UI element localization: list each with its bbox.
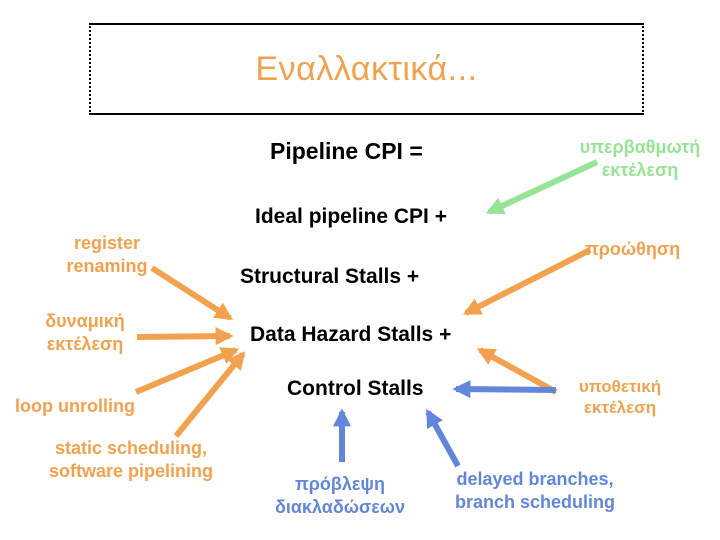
formula-term-structural-stalls: Structural Stalls + bbox=[240, 265, 420, 288]
label-branch-prediction: πρόβλεψη διακλαδώσεων bbox=[274, 474, 406, 517]
label-register-renaming: register renaming bbox=[66, 233, 148, 276]
arrow-forwarding-to-structural-stalls bbox=[462, 247, 592, 316]
label-delayed-branches: delayed branches, branch scheduling bbox=[454, 469, 616, 512]
arrow-speculative-to-data-hazard bbox=[476, 347, 558, 395]
label-forwarding: προώθηση bbox=[585, 239, 681, 259]
slide-title: Εναλλακτικά... bbox=[255, 49, 478, 88]
formula-term-ideal-cpi: Ideal pipeline CPI + bbox=[255, 205, 447, 228]
label-superscalar-execution: υπερβαθμωτή εκτέλεση bbox=[579, 137, 701, 180]
label-dynamic-execution: δυναμική εκτέλεση bbox=[45, 311, 125, 354]
arrow-static-scheduling-to-data-hazard bbox=[173, 351, 246, 438]
arrow-delayed-branches-to-control-stalls bbox=[425, 408, 461, 468]
label-static-scheduling: static scheduling, software pipelining bbox=[48, 438, 213, 481]
arrow-dynamic-execution-to-data-hazard bbox=[136, 327, 234, 346]
arrow-speculative-to-control-stalls bbox=[452, 380, 557, 399]
formula-term-control-stalls: Control Stalls bbox=[287, 377, 424, 400]
formula-heading: Pipeline CPI = bbox=[270, 138, 423, 164]
label-loop-unrolling: loop unrolling bbox=[15, 396, 135, 416]
title-box: Εναλλακτικά... bbox=[89, 23, 644, 115]
formula-term-data-hazard-stalls: Data Hazard Stalls + bbox=[250, 323, 452, 346]
arrow-loop-unrolling-to-data-hazard bbox=[134, 347, 240, 395]
label-speculative-execution: υποθετική εκτέλεση bbox=[578, 377, 662, 418]
